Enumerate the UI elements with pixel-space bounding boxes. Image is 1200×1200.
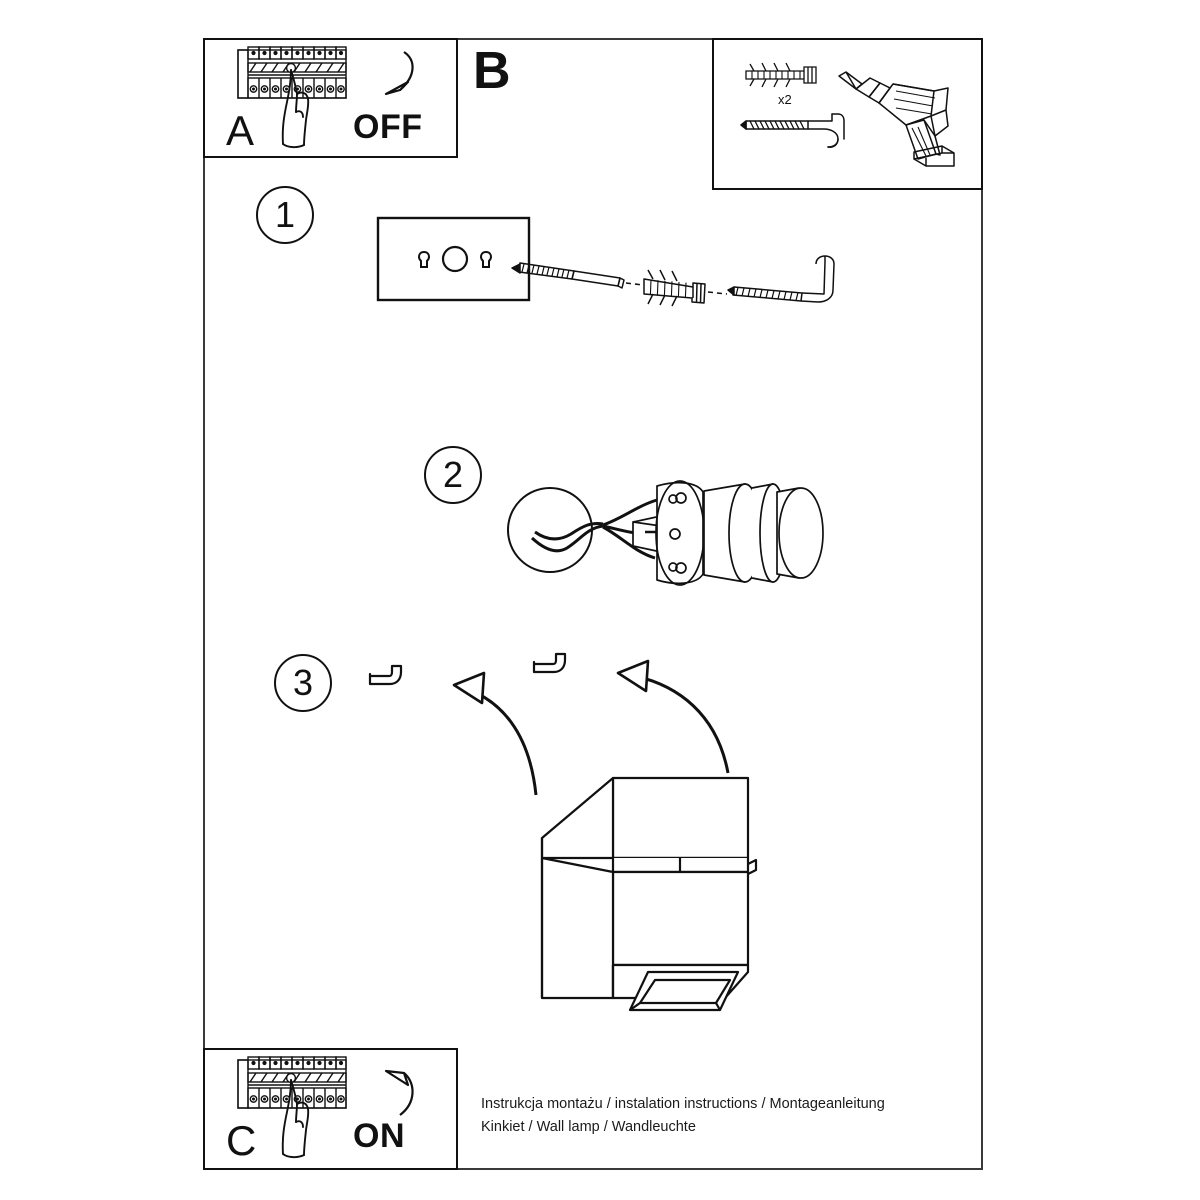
hook-screw-icon xyxy=(738,108,848,150)
hook-screw-right-icon xyxy=(528,650,574,698)
wall-plug-quantity-label: x2 xyxy=(778,92,792,107)
breaker-panel-icon-c xyxy=(232,1054,352,1164)
panel-a-action-label: OFF xyxy=(353,108,423,146)
step-3-number: 3 xyxy=(274,654,332,712)
hook-screw-left-icon xyxy=(364,662,410,710)
panel-c-letter: C xyxy=(226,1117,257,1164)
cube-wall-lamp-illustration xyxy=(480,760,780,1035)
step-2-number: 2 xyxy=(424,446,482,504)
mount-arrow-right-icon xyxy=(572,645,752,785)
wall-plug-anchor-icon xyxy=(742,58,822,92)
step-1-exploded-parts xyxy=(508,250,858,310)
panel-b-letter: B xyxy=(473,42,511,100)
mount-arrow-left-icon xyxy=(408,655,568,800)
panel-c-action-label: ON xyxy=(353,1117,405,1155)
arrow-up-icon-c xyxy=(356,1057,426,1119)
caption-block: Instrukcja montażu / instalation instruc… xyxy=(481,1093,951,1139)
caption-line-2: Kinkiet / Wall lamp / Wandleuchte xyxy=(481,1119,696,1135)
main-instruction-frame xyxy=(203,38,983,1170)
caption-line-1: Instrukcja montażu / instalation instruc… xyxy=(481,1096,885,1112)
breaker-panel-icon-a xyxy=(232,44,352,154)
panel-a-letter: A xyxy=(226,107,255,154)
wiring-connection-illustration xyxy=(505,468,850,598)
arrow-down-icon-a xyxy=(356,48,426,110)
power-drill-icon xyxy=(836,58,961,170)
step-1-number: 1 xyxy=(256,186,314,244)
mounting-plate-icon xyxy=(376,216,531,302)
